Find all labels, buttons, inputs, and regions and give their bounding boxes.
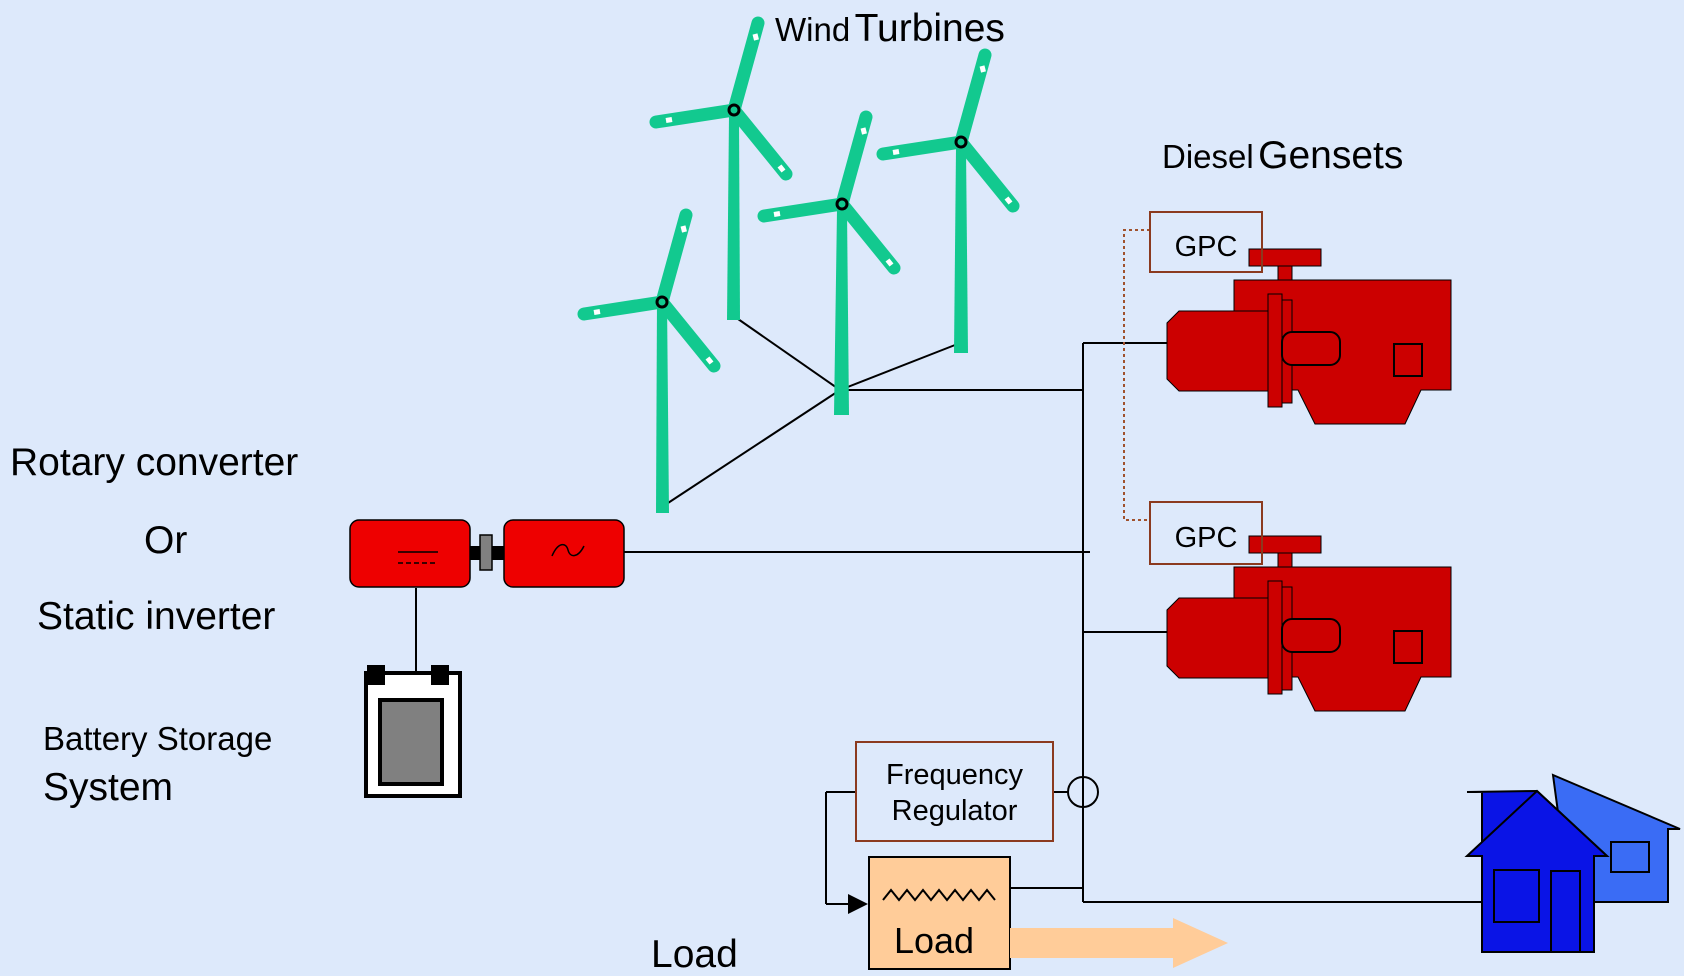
- feedback-arrowhead: [848, 894, 868, 914]
- rotor: [656, 23, 786, 174]
- gpc-link-line: [1123, 229, 1150, 521]
- wire-turbine-1: [667, 389, 841, 504]
- static-inverter-label: Static inverter: [37, 595, 276, 638]
- battery-storage-label: Battery Storage: [43, 720, 273, 757]
- frequency-regulator-text: Frequency Regulator: [885, 759, 1023, 828]
- wire-turbine-2: [727, 311, 841, 391]
- rotor: [584, 215, 714, 366]
- diesel-genset-1: [1166, 248, 1452, 425]
- rotor: [883, 55, 1013, 206]
- gpc-links: [1123, 229, 1150, 521]
- battery-icon: [364, 665, 462, 798]
- house-front: [1464, 789, 1610, 953]
- gpc-box-top: [1149, 211, 1263, 273]
- wind-turbine-4: [883, 55, 1013, 353]
- frequency-regulator-box: [855, 741, 1054, 842]
- tower: [656, 300, 669, 513]
- load-box-text: Load: [893, 920, 975, 961]
- wire-turbine-4: [839, 344, 956, 391]
- rotary-converter: [349, 519, 625, 588]
- tower: [834, 210, 849, 415]
- load-box: [868, 856, 1011, 970]
- wind-turbine-1: [584, 215, 714, 513]
- load-caption: Load: [651, 933, 738, 976]
- gpc-top-text: GPC: [1174, 231, 1238, 263]
- rotary-converter-label: Rotary converter: [10, 441, 299, 484]
- shaft: [470, 546, 480, 560]
- diesel-genset-2: [1166, 535, 1452, 712]
- tower: [954, 148, 968, 353]
- wind-turbines-label: Wind Turbines: [775, 7, 1005, 50]
- coupling: [479, 534, 493, 571]
- wind-turbine-2: [656, 23, 786, 320]
- rotor: [764, 117, 894, 268]
- tower: [727, 116, 740, 320]
- ac-machine: [503, 519, 625, 588]
- wiring: [415, 311, 1482, 905]
- houses-icon: [1464, 773, 1681, 953]
- or-label: Or: [144, 519, 188, 562]
- wind-turbine-3: [764, 117, 894, 415]
- battery-system-label: System: [43, 766, 174, 809]
- gpc-box-bottom: [1149, 501, 1263, 565]
- load-arrow: [1010, 918, 1228, 968]
- resistor-icon: [882, 888, 996, 902]
- battery-cell: [378, 698, 444, 786]
- diesel-gensets-label: Diesel Gensets: [1162, 134, 1404, 177]
- gpc-bottom-text: GPC: [1174, 522, 1238, 554]
- frequency-sensor-icon: [1067, 776, 1099, 808]
- ac-symbol-icon: [551, 543, 585, 557]
- dc-machine: [349, 519, 471, 588]
